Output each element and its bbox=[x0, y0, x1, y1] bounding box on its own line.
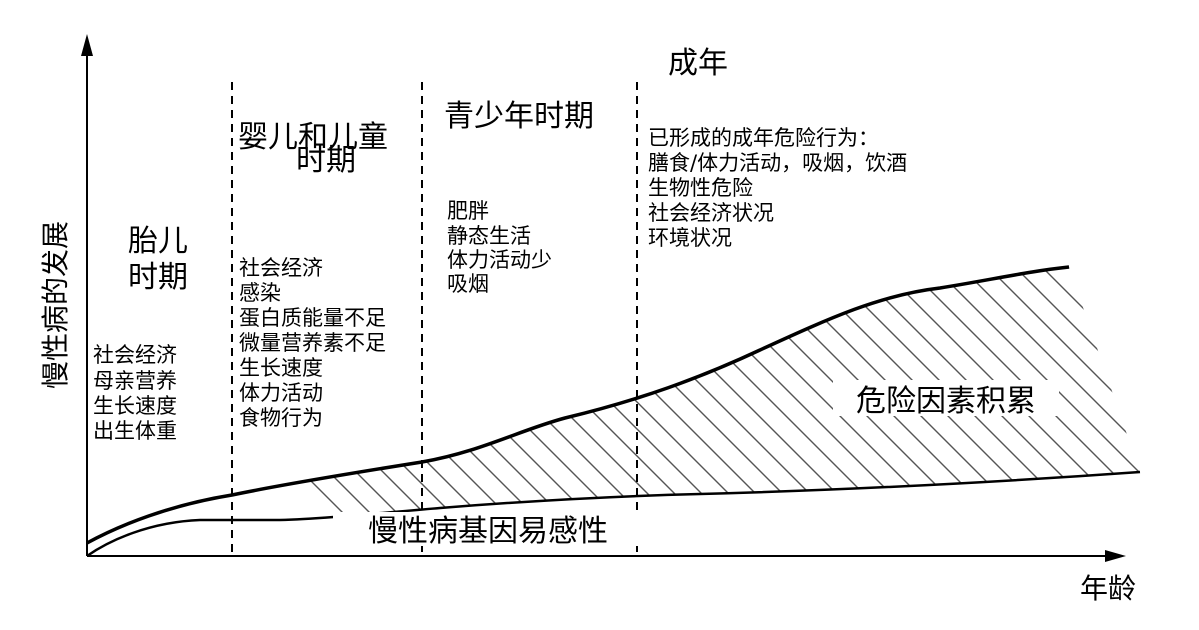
factor-item: 蛋白质能量不足 bbox=[239, 306, 386, 330]
risk-accumulation-label: 危险因素积累 bbox=[856, 384, 1036, 419]
hatch-line bbox=[923, 267, 1140, 556]
y-axis bbox=[81, 34, 93, 556]
factor-item: 微量营养素不足 bbox=[239, 331, 386, 355]
stage-adulthood: 成年 已形成的成年危险行为： 膳食/体力活动，吸烟，饮酒 生物性危险 社会经济状… bbox=[648, 46, 907, 250]
hatch-line bbox=[1058, 267, 1140, 556]
stage-title-line: 时期 bbox=[128, 260, 188, 295]
hatch-line bbox=[1085, 267, 1140, 556]
stage-title-line: 婴儿和儿童 bbox=[238, 120, 388, 155]
stage-title-line: 胎儿 bbox=[128, 224, 188, 259]
hatch-line bbox=[1139, 267, 1140, 556]
x-axis-label: 年龄 bbox=[1080, 572, 1136, 605]
stage-title-line: 时期 bbox=[296, 143, 356, 178]
x-axis bbox=[87, 550, 1126, 562]
hatch-line bbox=[977, 267, 1140, 556]
stage-title-line: 成年 bbox=[668, 46, 728, 81]
y-axis-label: 慢性病的发展 bbox=[39, 221, 72, 389]
factor-item: 静态生活 bbox=[447, 224, 531, 248]
factor-item: 社会经济状况 bbox=[648, 201, 774, 225]
factor-item: 生物性危险 bbox=[648, 176, 753, 200]
factor-item: 母亲营养 bbox=[93, 369, 177, 393]
factor-item: 生长速度 bbox=[239, 356, 323, 380]
factor-item: 体力活动少 bbox=[447, 248, 552, 272]
factor-item: 感染 bbox=[239, 281, 281, 305]
stage-title-line: 青少年时期 bbox=[444, 99, 594, 134]
accumulation-label-backdrop bbox=[833, 380, 1059, 416]
susceptibility-label-backdrop bbox=[333, 512, 645, 546]
stage-infancy-childhood: 婴儿和儿童 时期 社会经济 感染 蛋白质能量不足 微量营养素不足 生长速度 体力… bbox=[238, 120, 388, 430]
factor-item: 已形成的成年危险行为： bbox=[648, 126, 879, 150]
factor-item: 膳食/体力活动，吸烟，饮酒 bbox=[648, 151, 907, 175]
factor-item: 社会经济 bbox=[93, 343, 177, 367]
hatch-line bbox=[1194, 230, 1199, 570]
hatch-line bbox=[1167, 230, 1199, 570]
risk-accumulation-curve bbox=[86, 265, 1070, 545]
factor-item: 吸烟 bbox=[447, 272, 489, 296]
hatch-line bbox=[1112, 267, 1140, 556]
genetic-susceptibility-curve bbox=[86, 470, 1141, 558]
factor-item: 社会经济 bbox=[239, 256, 323, 280]
stage-fetal: 胎儿 时期 社会经济 母亲营养 生长速度 出生体重 bbox=[93, 224, 188, 443]
genetic-susceptibility-label: 慢性病基因易感性 bbox=[368, 514, 608, 549]
factor-item: 环境状况 bbox=[648, 226, 732, 250]
factor-item: 生长速度 bbox=[93, 394, 177, 418]
factor-item: 出生体重 bbox=[93, 419, 177, 443]
factor-item: 肥胖 bbox=[447, 199, 489, 223]
stage-adolescence: 青少年时期 肥胖 静态生活 体力活动少 吸烟 bbox=[444, 99, 594, 296]
factor-item: 体力活动 bbox=[239, 381, 323, 405]
factor-item: 食物行为 bbox=[239, 406, 323, 430]
hatch-line bbox=[1004, 267, 1140, 556]
